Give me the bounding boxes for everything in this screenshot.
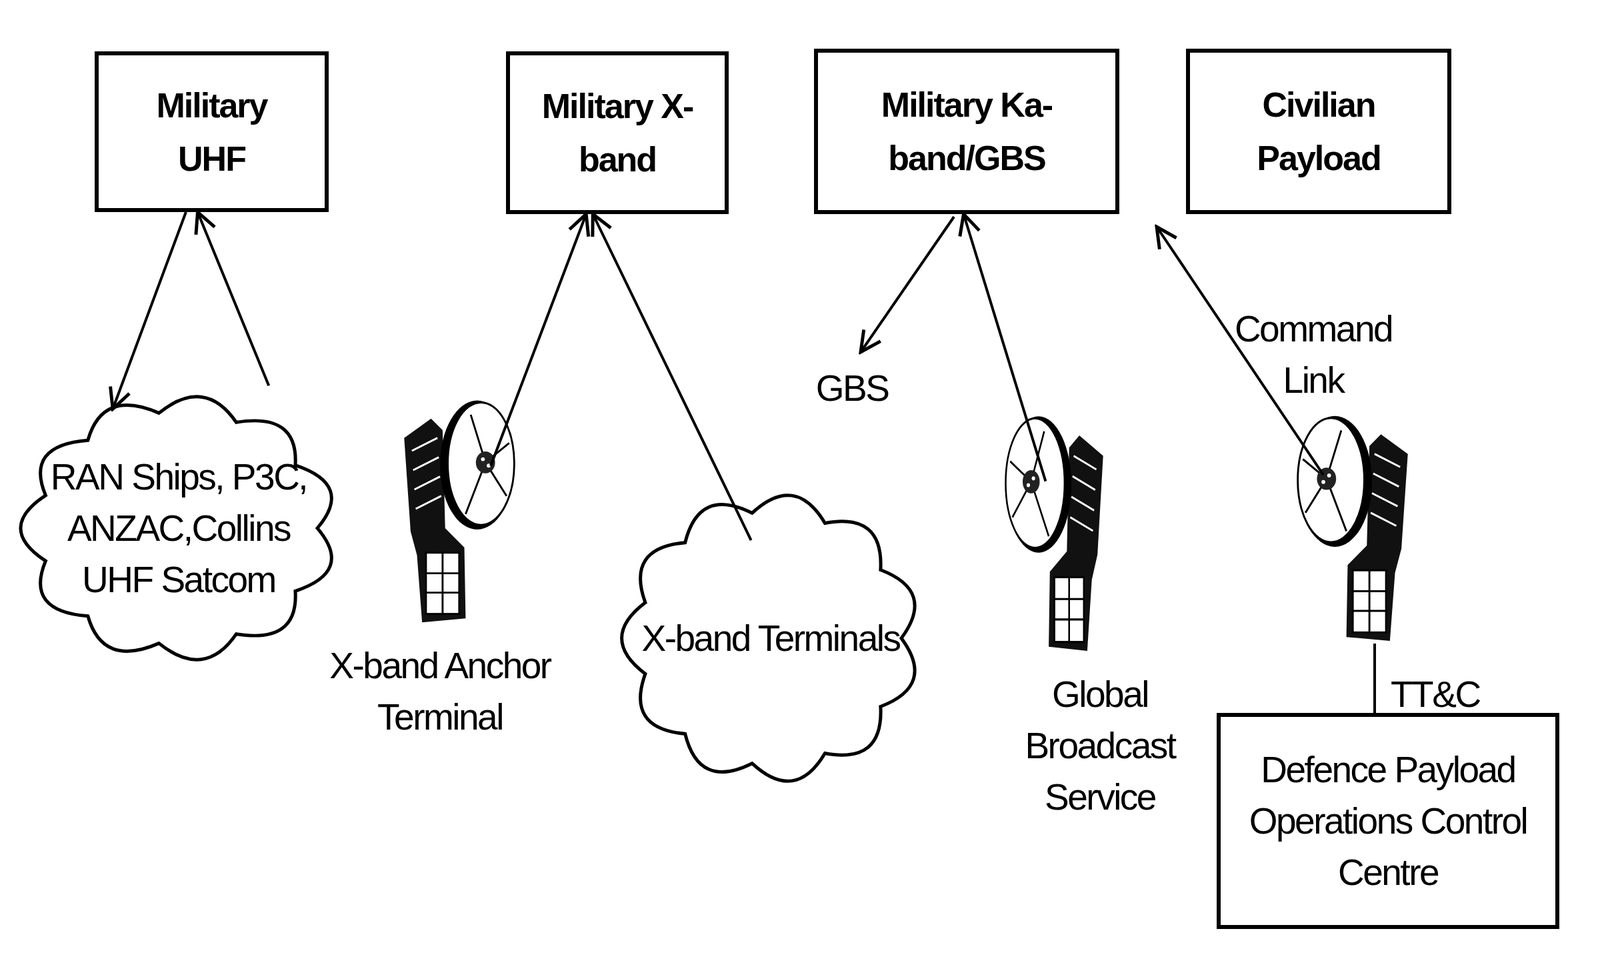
satellite-terminal: X-band Anchor Terminal	[313, 386, 567, 747]
cloud-shape: X-band Terminals	[607, 480, 934, 796]
process-box: Civilian Payload	[1186, 48, 1452, 214]
gbs-downlink-arrow	[860, 216, 954, 352]
link-arrow	[490, 214, 586, 466]
ttc-link-line	[1373, 643, 1376, 713]
node-text: Military UHF	[128, 78, 296, 186]
link-arrow	[592, 214, 751, 540]
node-text: X-band Terminals	[614, 612, 928, 664]
process-box: Military UHF	[94, 51, 329, 212]
process-box: Defence Payload Operations Control Centr…	[1216, 712, 1560, 929]
link-arrow	[197, 212, 269, 386]
annotation-label: Command Link	[1226, 303, 1400, 406]
node-text: Civilian Payload	[1218, 78, 1419, 185]
satellite-terminal: Global Broadcast Service	[986, 400, 1214, 827]
satellite-dish	[392, 392, 521, 625]
node-text: Military X-band	[534, 79, 701, 186]
node-text: X-band Anchor Terminal	[320, 640, 560, 743]
command-link-arrow	[1156, 226, 1324, 475]
link-arrow	[963, 214, 1046, 482]
satellite-dish	[1298, 416, 1408, 641]
node-text: RAN Ships, P3C, ANZAC,Collins UHF Satcom	[35, 451, 322, 606]
satellite-dish	[1000, 408, 1114, 654]
link-arrow	[112, 212, 186, 409]
node-text: Military Ka-band/GBS	[833, 78, 1100, 185]
process-box: Military Ka-band/GBS	[814, 48, 1120, 214]
annotation-label: TT&C	[1390, 668, 1511, 720]
node-text: Defence Payload Operations Control Centr…	[1241, 744, 1535, 898]
cloud-shape: RAN Ships, P3C, ANZAC,Collins UHF Satcom	[5, 382, 352, 674]
process-box: Military X-band	[506, 51, 729, 214]
node-text: Global Broadcast Service	[1013, 668, 1187, 823]
annotation-label: GBS	[785, 362, 919, 414]
